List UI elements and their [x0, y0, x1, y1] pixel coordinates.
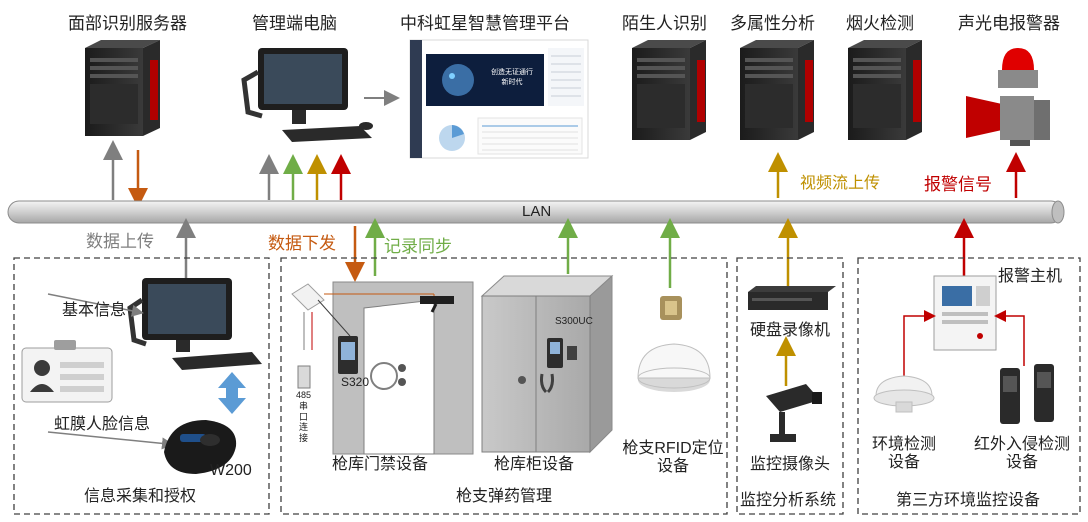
door-controller-icon [291, 283, 325, 389]
fire-label: 烟火检测 [846, 14, 914, 33]
ir-detector-icon [1000, 364, 1054, 424]
nvr-icon [748, 286, 836, 310]
s320-label: S320 [341, 375, 370, 389]
sync-double-arrow [218, 372, 246, 414]
info-group-box [13, 257, 270, 515]
lan-bus [7, 200, 1065, 224]
w200-label: W200 [210, 462, 252, 479]
s320-terminal-icon [338, 336, 358, 374]
stranger-label: 陌生人识别 [622, 14, 707, 33]
third-group-box [857, 257, 1081, 515]
door-device-label: 枪库门禁设备 [332, 456, 429, 473]
nvr-label: 硬盘录像机 [750, 322, 831, 339]
alarm-host-label: 报警主机 [998, 268, 1063, 285]
record-sync-label: 记录同步 [384, 237, 452, 256]
s300uc-label: S300UC [555, 316, 593, 327]
camera-label: 监控摄像头 [750, 456, 831, 473]
banner-text-2: 新时代 [502, 77, 523, 86]
basic-info-label: 基本信息 [62, 302, 127, 319]
platform-label: 中科虹星智慧管理平台 [400, 14, 570, 33]
armory-group-box [280, 257, 728, 515]
env-device-label: 环境检测 设备 [871, 436, 936, 472]
multi-attr-server-icon [740, 40, 814, 140]
fire-server-icon [848, 40, 922, 140]
ir-device-label: 红外入侵检测 设备 [973, 436, 1070, 472]
env-to-host-arrow [903, 310, 936, 376]
ir-to-host-arrow [994, 310, 1025, 366]
rfid-tag-icon [660, 296, 682, 320]
info-group-title: 信息采集和授权 [84, 488, 197, 505]
stranger-server-icon [632, 40, 706, 140]
monitor-group-title: 监控分析系统 [740, 492, 837, 509]
video-upload-label: 视频流上传 [800, 175, 881, 192]
armory-group-title: 枪支弹药管理 [456, 488, 553, 505]
lan-label: LAN [522, 203, 552, 220]
basic-info-arrow [47, 293, 144, 317]
surveillance-camera-icon [766, 384, 822, 442]
alarm-signal-label: 报警信号 [924, 175, 992, 194]
rfid-reader-icon [637, 343, 711, 392]
data-issue-label: 数据下发 [268, 234, 336, 253]
data-upload-label: 数据上传 [86, 232, 154, 251]
cabinet-device-label: 枪库柜设备 [494, 456, 575, 473]
face-server-icon [85, 40, 160, 136]
face-server-label: 面部识别服务器 [68, 14, 187, 33]
alarm-host-icon [933, 275, 997, 351]
info-pc-icon [127, 278, 262, 370]
smoke-detector-icon [873, 375, 935, 413]
multi-attr-label: 多属性分析 [730, 14, 815, 33]
banner-text-1: 创造无证通行 [491, 67, 533, 76]
alarm-label: 声光电报警器 [958, 14, 1060, 33]
serial-note: 485 串 口 连 接 [296, 390, 312, 444]
w200-device-icon [164, 420, 237, 474]
admin-pc-icon [241, 48, 373, 142]
id-card-icon [21, 340, 113, 403]
gun-cabinet-icon [480, 274, 614, 454]
monitor-group-box [736, 257, 844, 515]
platform-screenshot: 创造无证通行 新时代 [409, 39, 589, 159]
third-group-title: 第三方环境监控设备 [896, 492, 1041, 509]
iris-info-arrow [47, 431, 174, 450]
iris-face-info-label: 虹膜人脸信息 [54, 416, 151, 433]
rfid-device-label: 枪支RFID定位 设备 [622, 440, 724, 476]
alarm-siren-icon [966, 48, 1050, 146]
admin-pc-label: 管理端电脑 [252, 14, 337, 33]
